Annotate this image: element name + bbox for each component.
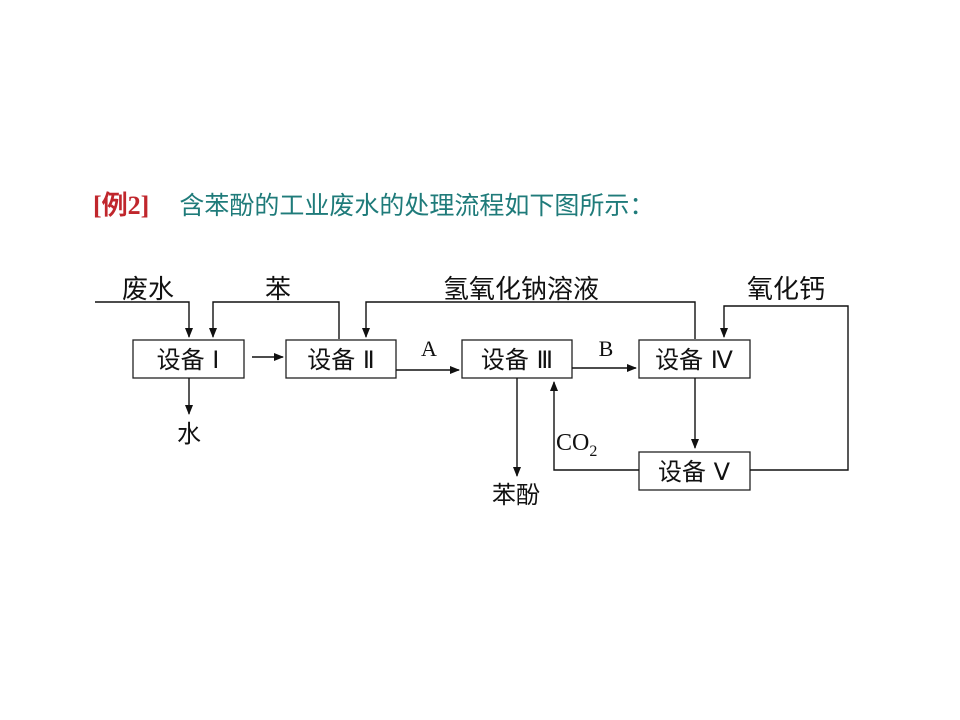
question-title: [例2] 含苯酚的工业废水的处理流程如下图所示： [93,186,654,226]
benzene-label: 苯 [265,275,291,305]
device-4-label: 设备 Ⅳ [655,346,733,374]
device-5: 设备 Ⅴ [638,451,751,491]
device-4: 设备 Ⅳ [638,339,751,379]
water-output-label: 水 [177,420,201,448]
co2-label: CO2 [556,430,597,460]
device-5-label: 设备 Ⅴ [658,458,731,486]
calcium-oxide-arrow [720,305,849,471]
question-text: 含苯酚的工业废水的处理流程如下图所示： [179,191,655,220]
device-3-label: 设备 Ⅲ [481,346,553,374]
waste-water-arrow [95,301,193,338]
device-2-label: 设备 Ⅱ [307,346,374,374]
device-3: 设备 Ⅲ [461,339,573,379]
example-label: [例2] [93,191,150,220]
phenol-output-label: 苯酚 [492,481,540,509]
co2-arrow [550,381,639,471]
co2-main: CO [556,430,589,456]
stream-a-label: A [421,336,437,361]
benzene-arrow [209,301,340,339]
stream-b-label: B [599,336,614,361]
naoh-recycle-arrow [362,301,696,339]
device-2: 设备 Ⅱ [285,339,397,379]
naoh-solution-label: 氢氧化钠溶液 [443,275,599,305]
device-1: 设备 Ⅰ [132,339,245,379]
calcium-oxide-label: 氧化钙 [747,275,825,305]
waste-water-label: 废水 [122,275,174,305]
co2-subscript: 2 [589,443,597,460]
device-1-label: 设备 Ⅰ [157,346,220,374]
